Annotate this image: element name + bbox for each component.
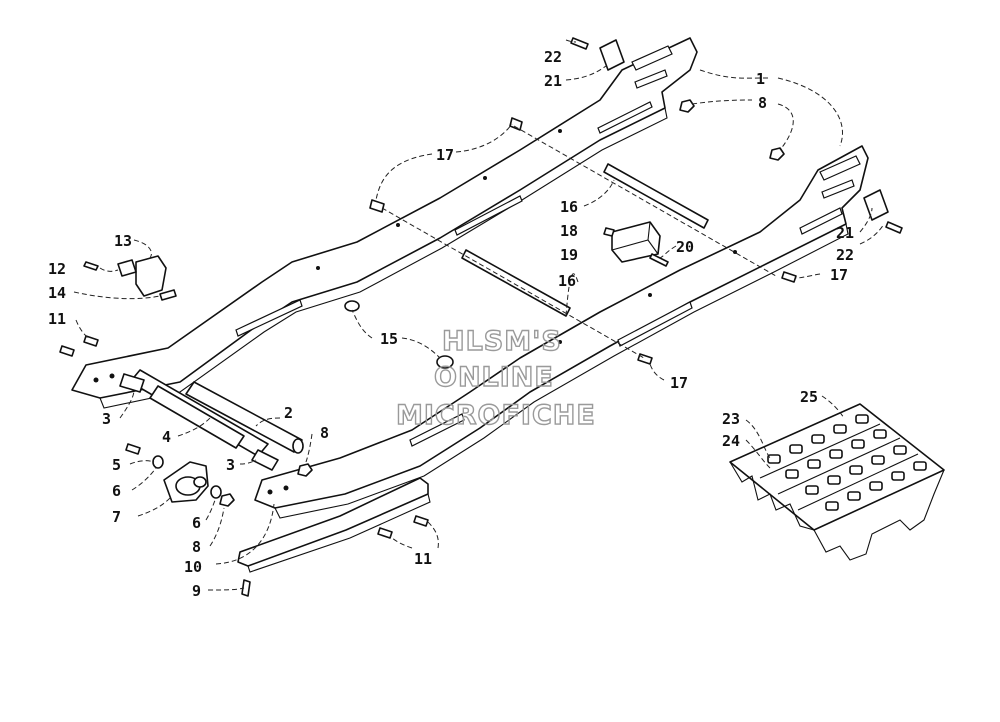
- watermark-line-3: MICROFICHE: [396, 400, 596, 431]
- callout-8-top: 8: [758, 94, 767, 112]
- nut-8-lower: [297, 463, 313, 477]
- callout-6-right: 6: [192, 514, 201, 532]
- watermark: HLSM'S ONLINE MICROFICHE: [395, 325, 596, 431]
- callout-21-top: 21: [544, 72, 562, 90]
- callout-23: 23: [722, 410, 740, 428]
- callout-9: 9: [192, 582, 201, 600]
- callout-11-left: 11: [48, 310, 66, 328]
- callout-15: 15: [380, 330, 398, 348]
- callout-12: 12: [48, 260, 66, 278]
- callout-22-top: 22: [544, 48, 562, 66]
- callout-1: 1: [756, 70, 765, 88]
- callout-14: 14: [48, 284, 66, 302]
- callout-20: 20: [676, 238, 694, 256]
- callout-8-bottom: 8: [192, 538, 201, 556]
- callout-24: 24: [722, 432, 740, 450]
- callout-21-right: 21: [836, 224, 854, 242]
- nut-8-right: [769, 147, 785, 161]
- right-slide-rail: [254, 145, 869, 519]
- nut-8-top: [679, 99, 695, 113]
- watermark-line-2: ONLINE: [434, 362, 554, 393]
- callout-13: 13: [114, 232, 132, 250]
- leader-lines: [73, 39, 885, 591]
- callout-17-mid: 17: [670, 374, 688, 392]
- callout-17-right: 17: [830, 266, 848, 284]
- callout-6-left: 6: [112, 482, 121, 500]
- callouts: 1 8 22 21 17 16 18 19 20 16 21 22 17 17 …: [48, 48, 854, 600]
- track-section: [729, 403, 945, 561]
- callout-3-mid: 3: [226, 456, 235, 474]
- callout-11-lower: 11: [414, 550, 432, 568]
- callout-2: 2: [284, 404, 293, 422]
- callout-19: 19: [560, 246, 578, 264]
- watermark-line-1: HLSM'S: [442, 326, 562, 357]
- callout-8-lower: 8: [320, 424, 329, 442]
- cross-shafts: [119, 163, 709, 471]
- callout-16-top: 16: [560, 198, 578, 216]
- callout-10: 10: [184, 558, 202, 576]
- callout-7: 7: [112, 508, 121, 526]
- callout-5: 5: [112, 456, 121, 474]
- callout-16-mid: 16: [558, 272, 576, 290]
- callout-4: 4: [162, 428, 171, 446]
- left-slide-rail: [71, 37, 698, 409]
- callout-17-top: 17: [436, 146, 454, 164]
- callout-22-right: 22: [836, 246, 854, 264]
- callout-3-left: 3: [102, 410, 111, 428]
- callout-18: 18: [560, 222, 578, 240]
- hardware: [59, 37, 903, 597]
- callout-25: 25: [800, 388, 818, 406]
